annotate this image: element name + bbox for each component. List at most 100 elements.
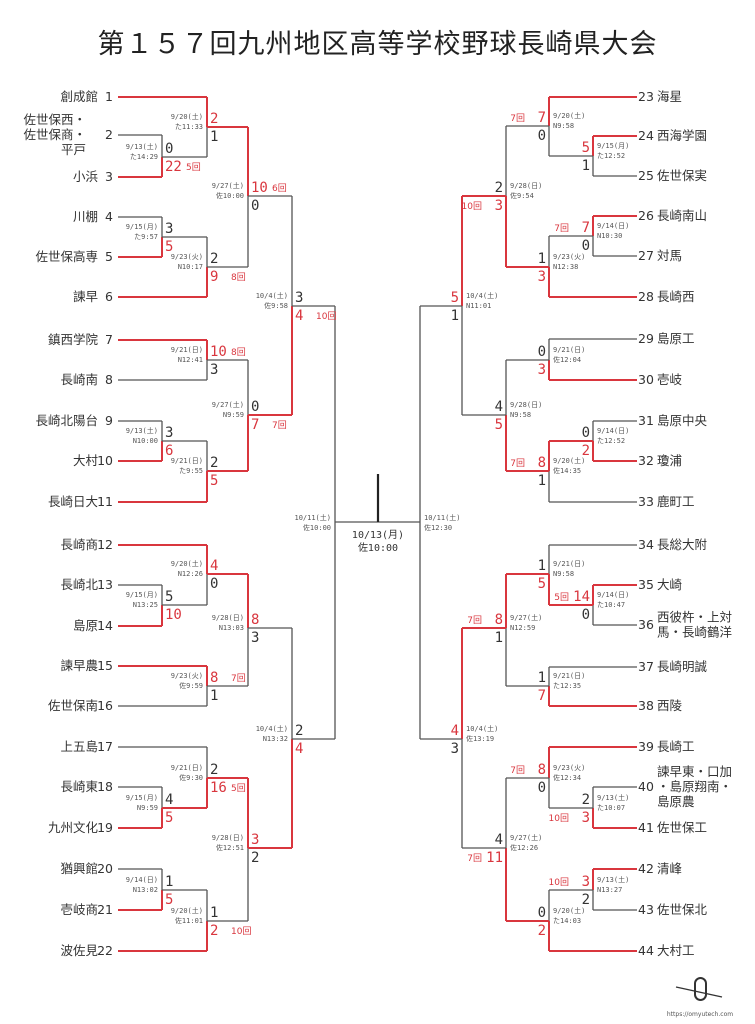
score-top: 4 — [210, 558, 218, 574]
game-time: 佐9:59 — [179, 681, 203, 690]
game-date: 9/14(日) — [597, 591, 629, 599]
game-date: 9/27(土) — [212, 181, 244, 190]
game-date: 9/20(土) — [171, 906, 203, 915]
bracket-labels: 1創成館2佐世保西・佐世保商・平戸3小浜4川棚5佐世保高専6諫早7鎮西学院8長崎… — [23, 89, 732, 958]
score-top: 7 — [582, 220, 590, 236]
score-bottom: 0 — [251, 198, 259, 214]
score-top: 5 — [165, 589, 173, 605]
game-date: 9/14(日) — [126, 876, 158, 884]
score-top: 0 — [251, 399, 259, 415]
game-time: た12:52 — [597, 437, 625, 445]
game-time: 佐12:04 — [553, 355, 581, 364]
game-date: 9/15(月) — [126, 591, 158, 599]
inning-note: 7回 — [510, 113, 525, 124]
score-bottom: 0 — [538, 780, 546, 796]
game-time: 佐13:19 — [466, 734, 494, 743]
score-bottom: 3 — [582, 810, 590, 826]
team-number: 10 — [97, 453, 113, 468]
game-date: 9/13(土) — [597, 793, 629, 802]
score-bottom: 5 — [165, 239, 173, 255]
team-name: 島原 — [73, 618, 98, 633]
score-bottom: 5 — [538, 576, 546, 592]
team-number: 12 — [97, 537, 113, 552]
game-time: 佐12:26 — [510, 843, 538, 852]
team-name: 大崎 — [657, 577, 683, 592]
game-time: 佐14:35 — [553, 466, 581, 475]
score-top: 4 — [495, 832, 503, 848]
score-top: 8 — [538, 455, 546, 471]
score-top: 2 — [210, 762, 218, 778]
team-number: 28 — [638, 289, 654, 304]
score-top: 10 — [210, 344, 227, 360]
game-time: 佐10:00 — [303, 523, 331, 532]
team-name: 島原農 — [657, 794, 695, 809]
game-time: N13:03 — [219, 624, 244, 632]
game-time: N12:38 — [553, 263, 578, 271]
game-date: 9/28(日) — [510, 401, 542, 409]
score-bottom: 22 — [165, 159, 182, 175]
game-date: 9/27(土) — [510, 833, 542, 842]
score-bottom: 5 — [210, 473, 218, 489]
game-date: 9/21(日) — [553, 672, 585, 680]
game-date: 9/23(火) — [553, 764, 585, 772]
game-time: 佐12:51 — [216, 843, 244, 852]
score-bottom: 3 — [210, 362, 218, 378]
team-name: 佐世保工 — [657, 820, 707, 835]
score-bottom: 0 — [582, 607, 590, 623]
score-bottom: 1 — [495, 630, 503, 646]
game-date: 9/14(日) — [597, 222, 629, 230]
game-date: 9/21(日) — [171, 764, 203, 772]
game-date: 9/20(土) — [553, 906, 585, 915]
score-top: 10 — [251, 180, 268, 196]
score-bottom: 2 — [582, 892, 590, 908]
score-bottom: 3 — [538, 269, 546, 285]
team-number: 11 — [97, 494, 113, 509]
score-bottom: 2 — [251, 850, 259, 866]
game-date: 10/4(土) — [466, 291, 498, 300]
score-bottom: 5 — [495, 417, 503, 433]
team-number: 9 — [105, 413, 113, 428]
inning-note: 8回 — [231, 347, 246, 358]
score-bottom: 3 — [538, 362, 546, 378]
team-name: 大村 — [73, 453, 99, 468]
score-bottom: 4 — [295, 308, 303, 324]
score-bottom: 5 — [165, 810, 173, 826]
final-time: 佐10:00 — [358, 542, 398, 554]
score-bottom: 1 — [451, 308, 459, 324]
team-name: 長崎北 — [60, 577, 98, 592]
game-date: 10/11(土) — [424, 513, 461, 522]
team-name: 猶興館 — [60, 861, 98, 876]
score-top: 2 — [210, 251, 218, 267]
game-date: 9/21(日) — [171, 457, 203, 465]
inning-note: 10回 — [549, 877, 569, 888]
score-top: 0 — [538, 905, 546, 921]
score-bottom: 1 — [210, 688, 218, 704]
team-number: 3 — [105, 169, 113, 184]
team-name: 清峰 — [657, 861, 683, 876]
team-number: 4 — [105, 209, 113, 224]
game-time: た12:52 — [597, 152, 625, 160]
score-top: 2 — [582, 792, 590, 808]
inning-note: 7回 — [510, 765, 525, 776]
game-date: 9/14(日) — [597, 427, 629, 435]
score-top: 0 — [165, 141, 173, 157]
team-name: 諫早農 — [60, 658, 98, 673]
score-bottom: 7 — [538, 688, 546, 704]
team-number: 18 — [97, 779, 113, 794]
team-number: 8 — [105, 372, 113, 387]
team-name: 長崎工 — [657, 739, 695, 754]
team-name: 西陵 — [657, 698, 683, 713]
game-time: た14:03 — [553, 917, 581, 925]
game-time: N13:32 — [263, 735, 288, 743]
team-name: 海星 — [657, 89, 682, 104]
team-name: 長崎明誠 — [657, 659, 708, 674]
score-top: 8 — [210, 670, 218, 686]
game-time: N9:58 — [510, 411, 531, 419]
score-bottom: 2 — [210, 923, 218, 939]
team-name: 小浜 — [73, 169, 98, 184]
team-number: 6 — [105, 289, 113, 304]
game-date: 9/15(月) — [126, 794, 158, 802]
game-time: た10:47 — [597, 601, 625, 609]
game-time: N10:00 — [133, 437, 158, 445]
team-name: 西彼杵・上対 — [657, 610, 732, 625]
